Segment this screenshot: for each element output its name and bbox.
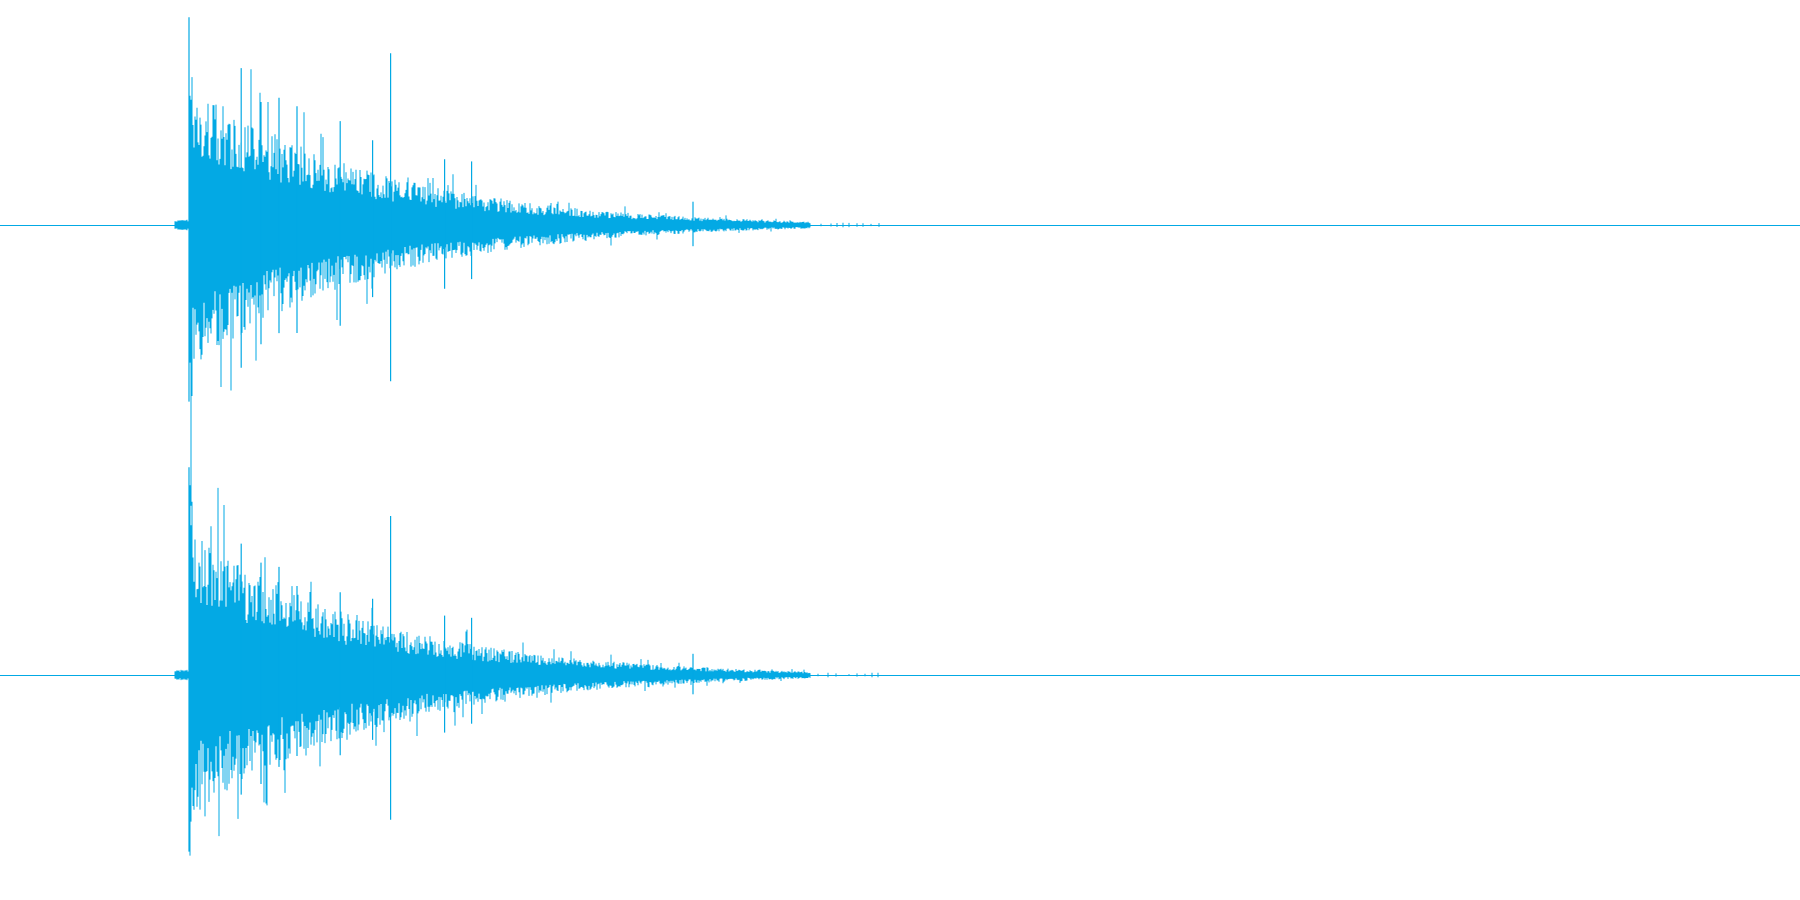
- waveform-envelope: [174, 33, 880, 506]
- waveform-channel-2[interactable]: [0, 467, 1800, 856]
- waveform-envelope: [174, 485, 879, 856]
- waveform-channel-1[interactable]: [0, 17, 1800, 506]
